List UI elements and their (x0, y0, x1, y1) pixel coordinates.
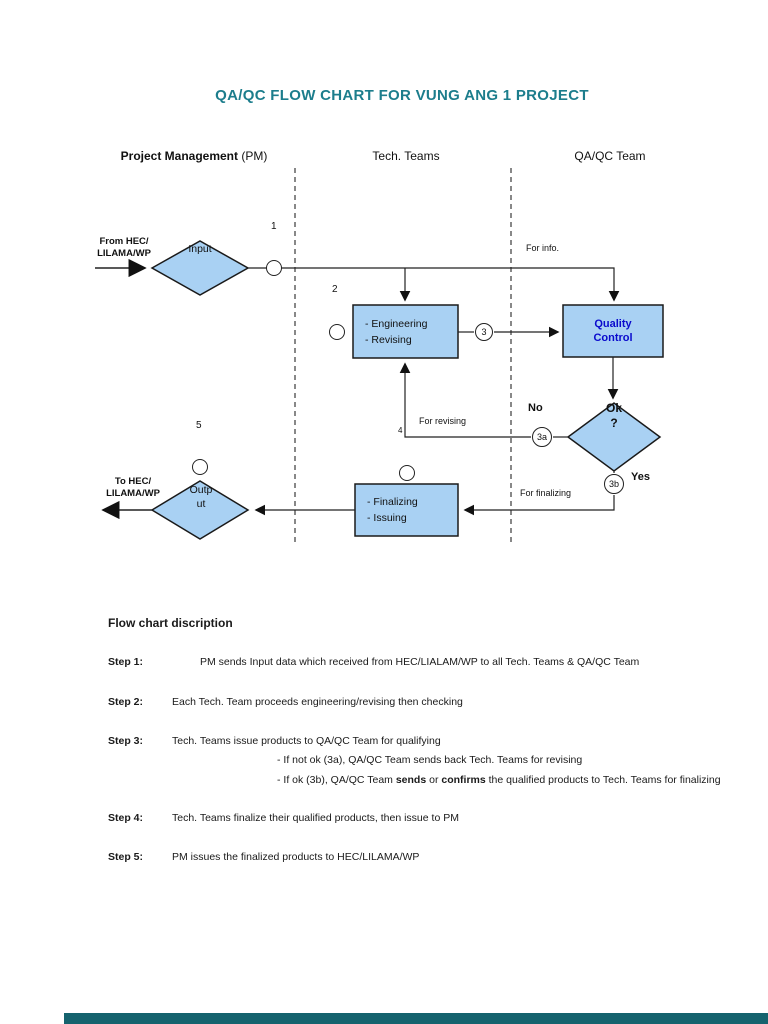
step-4-label: Step 4: (108, 812, 144, 824)
step-5-row: Step 5: PM issues the finalized products … (108, 851, 419, 863)
step-4-row: Step 4: Tech. Teams finalize their qualif… (108, 812, 459, 824)
finalizing-box-label: - Finalizing - Issuing (355, 484, 458, 536)
step-1-text: PM sends Input data which received from … (200, 656, 640, 668)
step-3-sub-2-pre: - If ok (3b), QA/QC Team (277, 774, 396, 786)
ok-decision-diamond (566, 402, 662, 472)
step-3-sub-2: - If ok (3b), QA/QC Team sends or confir… (277, 774, 721, 786)
quality-control-line1: Quality (594, 318, 632, 330)
output-line1: Outp (189, 484, 213, 496)
step-3-sub-1: - If not ok (3a), QA/QC Team sends back … (277, 754, 583, 766)
step-1-label: Step 1: (108, 656, 144, 668)
column-header-pm-bold: Project Management (120, 149, 239, 163)
from-hec-line2: LILAMA/WP (97, 247, 151, 259)
from-hec-line1: From HEC/ (99, 236, 149, 247)
line-3a-for-revising (399, 362, 531, 438)
description-heading: Flow chart discription (108, 616, 233, 630)
connector-circle-finalizing (399, 465, 415, 481)
step-3-sub-2-bold-confirms: confirms (441, 774, 486, 786)
connector-circle-1 (266, 260, 282, 276)
output-diamond-label: Outp ut (172, 483, 230, 511)
step-3-row: Step 3: Tech. Teams issue products to QA/… (108, 735, 441, 747)
input-diamond-label: Input (188, 243, 212, 255)
finalizing-line1: - Finalizing (367, 496, 418, 508)
to-hec-label: To HEC/ LILAMA/WP (94, 476, 172, 499)
step-number-2: 2 (332, 284, 338, 295)
step-number-5: 5 (196, 420, 202, 431)
flowchart-canvas (95, 168, 664, 545)
for-revising-label: For revising (419, 416, 467, 426)
from-hec-label: From HEC/ LILAMA/WP (86, 236, 162, 259)
step-number-1: 1 (271, 221, 277, 232)
step-5-text: PM issues the finalized products to HEC/… (172, 851, 420, 863)
engineering-line2: - Revising (365, 333, 412, 346)
quality-control-line2: Control (593, 332, 633, 344)
step-5-label: Step 5: (108, 851, 144, 863)
step-3-label: Step 3: (108, 735, 144, 747)
output-diamond (150, 480, 250, 540)
step-1-row: Step 1: PM sends Input data which receive… (108, 656, 639, 668)
finalizing-line2: - Issuing (367, 512, 407, 524)
engineering-line1: - Engineering (365, 317, 428, 330)
no-label: No (528, 402, 543, 414)
connector-circle-5 (192, 459, 208, 475)
connector-circle-3a: 3a (532, 427, 552, 447)
step-4-text: Tech. Teams finalize their qualified pro… (172, 812, 459, 824)
line-input-to-qaqc-for-info (248, 267, 620, 302)
connector-circle-2 (329, 324, 345, 340)
quality-control-label: Quality Control (563, 305, 663, 357)
page-bottom-bar (64, 1013, 768, 1024)
connector-circle-3b: 3b (604, 474, 624, 494)
step-3-text: Tech. Teams issue products to QA/QC Team… (172, 735, 441, 747)
column-header-pm-suffix: (PM) (241, 149, 268, 163)
to-hec-line2: LILAMA/WP (106, 487, 160, 499)
step-3-sub-2-post: the qualified products to Tech. Teams fo… (485, 774, 721, 786)
engineering-box-label: - Engineering - Revising (353, 305, 458, 358)
step-3-sub-2-bold-sends: sends (395, 774, 427, 786)
column-header-qaqc-team: QA/QC Team (574, 149, 646, 163)
ok-diamond-label: Ok ? (586, 401, 642, 431)
ok-line1: Ok (605, 401, 622, 415)
column-header-tech-teams: Tech. Teams (372, 149, 440, 163)
step-3-sub-2-mid: or (426, 774, 442, 786)
connector-circle-3: 3 (475, 323, 493, 341)
yes-label: Yes (631, 471, 650, 483)
page-title: QA/QC FLOW CHART FOR VUNG ANG 1 PROJECT (215, 87, 589, 104)
for-info-label: For info. (526, 243, 560, 253)
step-number-4: 4 (398, 426, 403, 435)
for-finalizing-label: For finalizing (520, 488, 572, 498)
finalizing-box (354, 483, 459, 537)
step-2-text: Each Tech. Team proceeds engineering/rev… (172, 696, 463, 708)
column-header-pm: Project Management (PM) (89, 149, 299, 163)
to-hec-line1: To HEC/ (114, 476, 152, 487)
step-2-row: Step 2: Each Tech. Team proceeds engineer… (108, 696, 463, 708)
output-line2: ut (196, 498, 206, 510)
step-2-label: Step 2: (108, 696, 144, 708)
ok-line2: ? (610, 416, 618, 430)
line-3b-for-finalizing (463, 495, 615, 516)
